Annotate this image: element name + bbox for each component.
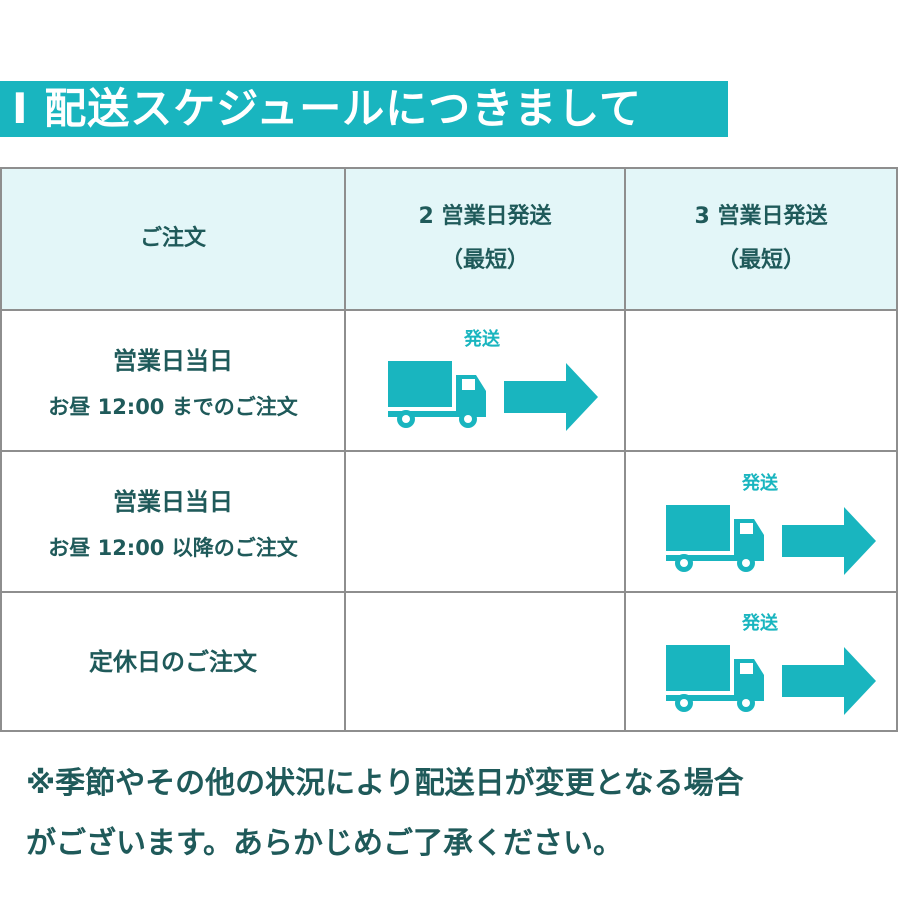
column-divider	[344, 169, 346, 730]
header-order-label: ご注文	[139, 226, 206, 251]
row-label-after-noon: 営業日当日 お昼 12:00 以降のご注文	[2, 452, 344, 591]
header-3day-label: 3 営業日発送	[694, 204, 828, 229]
arrow-right-icon	[782, 647, 876, 715]
header-2day-label: 2 営業日発送	[418, 204, 552, 229]
row-label-line1: 営業日当日	[113, 346, 233, 375]
header-2day-sub: （最短）	[440, 248, 529, 273]
shipping-marker: 発送	[666, 607, 886, 719]
header-order: ご注文	[2, 169, 344, 309]
row-label-line2: お昼 12:00 以降のご注文	[48, 535, 298, 560]
row-label-line2: お昼 12:00 までのご注文	[48, 394, 298, 419]
truck-icon	[666, 645, 764, 712]
column-divider	[624, 169, 626, 730]
ship-label: 発送	[464, 329, 500, 350]
header-2day: 2 営業日発送 （最短）	[346, 169, 624, 309]
truck-icon	[666, 505, 764, 572]
arrow-right-icon	[782, 507, 876, 575]
note-line-1: ※季節やその他の状況により配送日が変更となる場合	[26, 766, 744, 801]
truck-icon	[388, 361, 486, 428]
row-divider	[2, 591, 896, 593]
row-label-holiday: 定休日のご注文	[2, 593, 344, 730]
header-3day-sub: （最短）	[716, 248, 805, 273]
row-label-line1: 定休日のご注文	[89, 647, 257, 676]
ship-label: 発送	[742, 613, 778, 634]
arrow-right-icon	[504, 363, 598, 431]
row-label-line1: 営業日当日	[113, 487, 233, 516]
ship-label: 発送	[742, 473, 778, 494]
header-3day: 3 営業日発送 （最短）	[626, 169, 896, 309]
row-divider	[2, 309, 896, 311]
row-label-before-noon: 営業日当日 お昼 12:00 までのご注文	[2, 311, 344, 450]
section-title: I 配送スケジュールにつきまして	[12, 84, 643, 133]
shipping-marker: 発送	[388, 323, 608, 435]
shipping-marker: 発送	[666, 467, 886, 579]
schedule-table: ご注文 2 営業日発送 （最短） 3 営業日発送 （最短） 営業日当日 お昼 1…	[0, 167, 898, 732]
row-divider	[2, 450, 896, 452]
section-banner: I 配送スケジュールにつきまして	[0, 81, 728, 137]
note-line-2: がございます。あらかじめご了承ください。	[26, 826, 623, 861]
